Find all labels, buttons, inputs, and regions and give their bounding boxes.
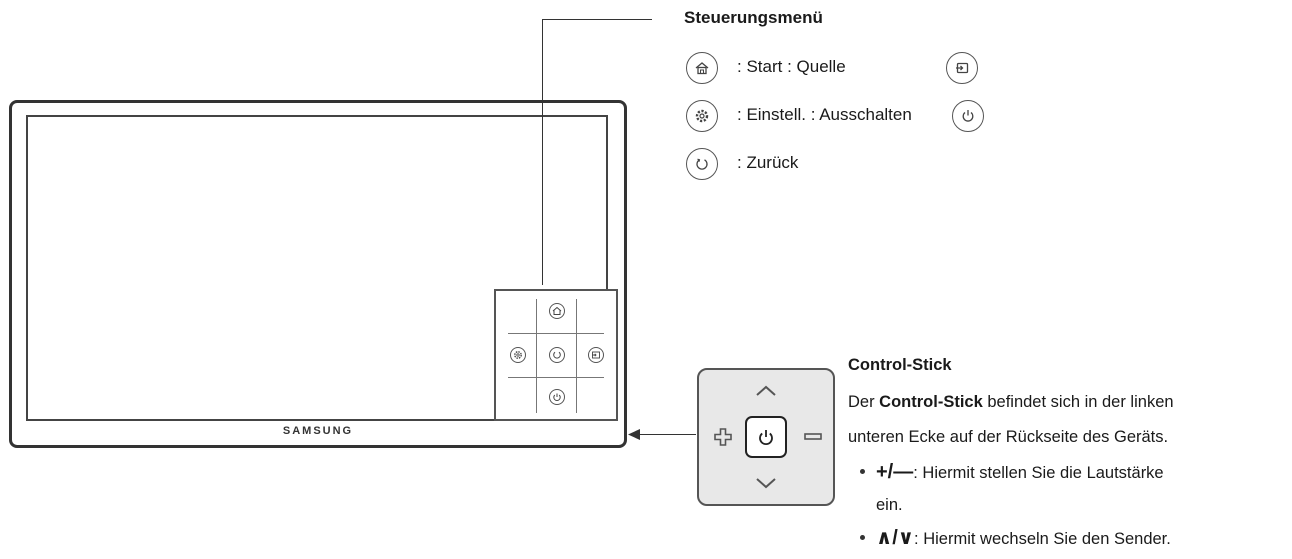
arrow-head-icon xyxy=(628,429,640,440)
bullet-channel: ∧/∨: Hiermit wechseln Sie den Sender. xyxy=(876,527,1171,549)
menu-item-settings: : Einstell. : Ausschalten xyxy=(737,105,912,124)
volume-down-icon xyxy=(804,433,822,440)
home-icon xyxy=(686,52,718,84)
control-stick-description: Der Control-Stick befindet sich in der l… xyxy=(848,393,1174,411)
tv-screen xyxy=(26,115,618,421)
power-button xyxy=(745,416,787,458)
power-icon xyxy=(952,100,984,132)
arrow-line xyxy=(638,434,696,435)
return-icon xyxy=(549,347,565,363)
settings-icon xyxy=(510,347,526,363)
connector-line xyxy=(542,19,543,285)
bullet-volume: +/—: Hiermit stellen Sie die Lautstärke xyxy=(876,461,1164,483)
return-icon xyxy=(686,148,718,180)
bullet-volume-line2: ein. xyxy=(876,496,903,514)
menu-item-back: : Zurück xyxy=(737,153,799,172)
channel-up-icon xyxy=(756,385,776,396)
home-icon xyxy=(549,303,565,319)
control-stick-description-line2: unteren Ecke auf der Rückseite des Gerät… xyxy=(848,428,1169,446)
menu-title: Steuerungsmenü xyxy=(684,8,823,27)
samsung-logo: SAMSUNG xyxy=(282,425,354,437)
power-icon xyxy=(549,389,565,405)
tv-front: SAMSUNG xyxy=(9,100,627,448)
source-icon xyxy=(588,347,604,363)
control-stick xyxy=(697,368,835,506)
volume-up-icon xyxy=(714,428,732,446)
control-menu-panel xyxy=(494,289,618,421)
source-icon xyxy=(946,52,978,84)
control-stick-title: Control-Stick xyxy=(848,356,952,374)
channel-down-icon xyxy=(756,478,776,489)
menu-item-start: : Start : Quelle xyxy=(737,57,846,76)
settings-icon xyxy=(686,100,718,132)
power-icon xyxy=(759,430,773,445)
